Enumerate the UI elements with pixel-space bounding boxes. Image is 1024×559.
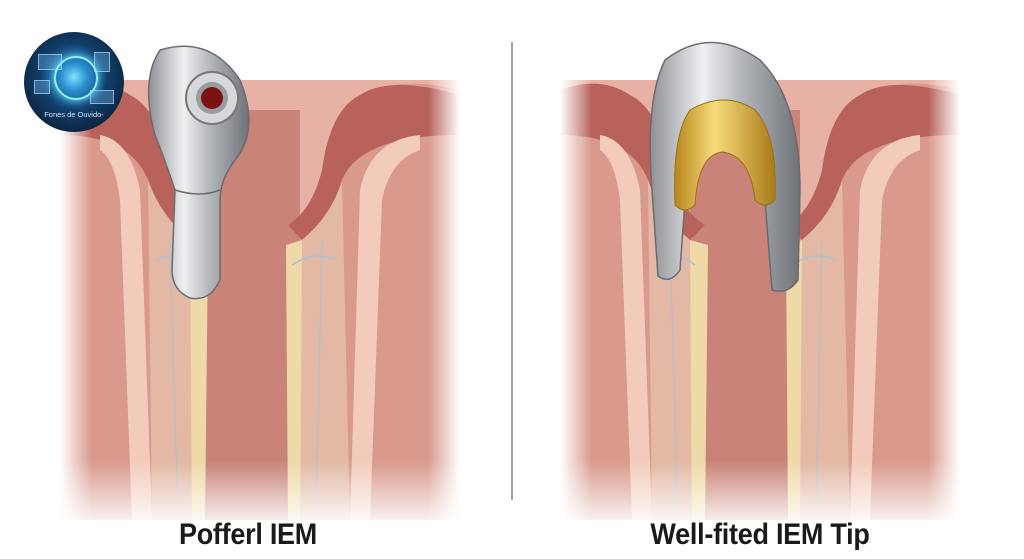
left-panel bbox=[59, 45, 461, 531]
poor-fit-iem-earpiece bbox=[147, 45, 250, 300]
logo-text: Fones de Ouvido- bbox=[44, 110, 104, 119]
ear-canal-anatomy bbox=[59, 69, 461, 531]
well-fitted-iem-earpiece bbox=[649, 41, 801, 292]
left-panel-caption: Pofferl IEM bbox=[178, 518, 318, 551]
right-panel bbox=[559, 41, 961, 531]
brand-logo: Fones de Ouvido- bbox=[24, 32, 124, 132]
globe-network-icon bbox=[54, 56, 98, 100]
right-panel-caption: Well-fited IEM Tip bbox=[650, 518, 870, 551]
